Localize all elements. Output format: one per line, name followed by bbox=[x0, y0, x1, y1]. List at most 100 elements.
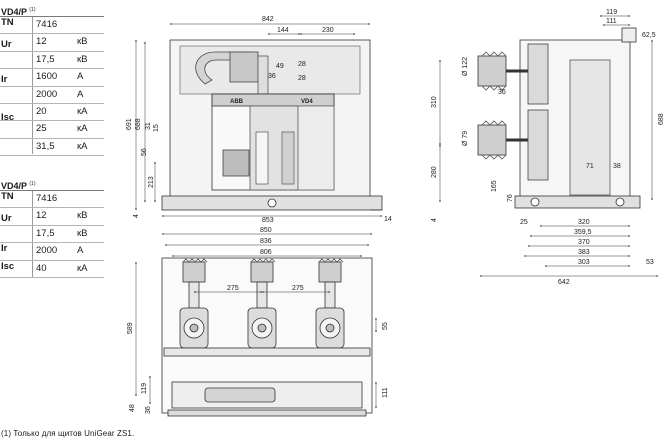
side-wheel bbox=[615, 197, 625, 207]
lower-contact-arm bbox=[477, 124, 507, 156]
indicator-strip bbox=[281, 131, 295, 185]
dim-359-5: 359,5 bbox=[574, 229, 592, 236]
upper-contact-fingers bbox=[481, 51, 507, 91]
dim-4: 4 bbox=[133, 214, 140, 218]
dim-275b: 275 bbox=[292, 285, 304, 292]
table-row: 17,5 кВ bbox=[0, 52, 104, 70]
value-cell: 25 bbox=[36, 123, 47, 135]
dim-144: 144 bbox=[277, 27, 289, 34]
value-cell: 31,5 bbox=[36, 140, 55, 152]
dim-dia122: Ø 122 bbox=[462, 57, 469, 76]
dim-71: 71 bbox=[586, 163, 594, 170]
side-truck bbox=[514, 195, 641, 209]
footnote: (1) Только для щитов UniGear ZS1. bbox=[1, 429, 135, 438]
dim-320: 320 bbox=[578, 219, 590, 226]
pole-3 bbox=[315, 258, 345, 349]
dim-width-top: 842 bbox=[262, 16, 274, 23]
dim-303: 303 bbox=[578, 259, 590, 266]
unit-cell: кА bbox=[77, 140, 88, 152]
dim-213: 213 bbox=[148, 176, 155, 188]
dim-49: 49 bbox=[276, 63, 284, 70]
table-row: 25 кА bbox=[0, 121, 104, 139]
dim-850: 850 bbox=[260, 227, 272, 234]
dim-48: 48 bbox=[129, 404, 136, 412]
param-cell: Isc bbox=[1, 260, 15, 272]
dim-280: 280 bbox=[431, 166, 438, 178]
dim-119: 119 bbox=[141, 383, 148, 394]
top-plate bbox=[621, 27, 637, 43]
aux-panel bbox=[297, 105, 335, 191]
pole-bar bbox=[163, 347, 371, 357]
value-cell: 1600 bbox=[36, 71, 58, 83]
unit-cell: кА bbox=[77, 262, 88, 274]
param-cell: Ir bbox=[1, 74, 8, 86]
dim-55: 55 bbox=[382, 322, 389, 330]
param-cell: Isc bbox=[1, 111, 15, 123]
table-divider bbox=[32, 17, 33, 154]
dim-310: 310 bbox=[431, 96, 438, 108]
dim-56: 56 bbox=[141, 148, 148, 156]
dim-688: 688 bbox=[658, 113, 665, 125]
unit-cell: кА bbox=[77, 105, 88, 117]
dim-111: 111 bbox=[382, 387, 389, 398]
dim-688: 688 bbox=[135, 118, 142, 130]
side-mechanism bbox=[569, 59, 611, 196]
dim-119: 119 bbox=[606, 9, 617, 16]
dim-36: 36 bbox=[145, 406, 152, 414]
lower-pole bbox=[527, 109, 549, 181]
value-cell: 17,5 bbox=[36, 53, 55, 65]
table-title-note: (1) bbox=[29, 7, 36, 13]
dim-38: 38 bbox=[613, 163, 621, 170]
dim-62-5: 62,5 bbox=[642, 32, 656, 39]
dim-dia79: Ø 79 bbox=[462, 131, 469, 146]
value-cell: 2000 bbox=[36, 245, 58, 257]
param-cell: Ur bbox=[1, 39, 12, 51]
value-cell: 12 bbox=[36, 210, 47, 222]
front-dimensions: 842 144 230 49 36 28 28 691 688 31 15 56… bbox=[126, 16, 392, 224]
table-row: 17,5 кВ bbox=[0, 226, 104, 244]
dim-370: 370 bbox=[578, 239, 590, 246]
side-view bbox=[477, 27, 641, 209]
dim-589: 589 bbox=[127, 322, 134, 334]
value-cell: 12 bbox=[36, 36, 47, 48]
dim-111: 111 bbox=[606, 18, 617, 25]
unit-cell: кВ bbox=[77, 227, 88, 239]
dim-25: 25 bbox=[520, 219, 528, 226]
unit-cell: A bbox=[77, 245, 84, 257]
table-title-text: VD4/P bbox=[1, 181, 27, 191]
dim-691: 691 bbox=[126, 118, 133, 130]
dim-14: 14 bbox=[384, 216, 392, 223]
value-cell: 17,5 bbox=[36, 227, 55, 239]
table-divider bbox=[32, 191, 33, 277]
upper-contact-arm bbox=[477, 55, 507, 87]
value-cell: 7416 bbox=[36, 193, 58, 204]
brand-label: ABB bbox=[230, 99, 244, 105]
dim-15: 15 bbox=[153, 124, 160, 132]
dim-383: 383 bbox=[578, 249, 590, 256]
dim-806: 806 bbox=[260, 249, 272, 256]
dim-76: 76 bbox=[507, 194, 514, 202]
top-view bbox=[161, 257, 373, 417]
unit-cell: кВ bbox=[77, 36, 88, 48]
pole-1 bbox=[179, 258, 209, 349]
side-dimensions: 119 111 62,5 Ø 122 36 310 Ø 79 280 165 7… bbox=[431, 9, 665, 286]
racking-handle bbox=[204, 387, 276, 403]
pole-2 bbox=[247, 258, 277, 349]
unit-cell: кА bbox=[77, 123, 88, 135]
table-row: Ur 12 кВ bbox=[0, 34, 104, 52]
counter-window bbox=[222, 149, 250, 177]
dim-28b: 28 bbox=[298, 75, 306, 82]
dim-642: 642 bbox=[558, 279, 570, 286]
param-cell: TN bbox=[1, 17, 14, 28]
param-cell: Ir bbox=[1, 243, 8, 255]
arm-block bbox=[229, 51, 259, 83]
model-label: VD4 bbox=[301, 99, 313, 105]
unit-cell: кВ bbox=[77, 53, 88, 65]
